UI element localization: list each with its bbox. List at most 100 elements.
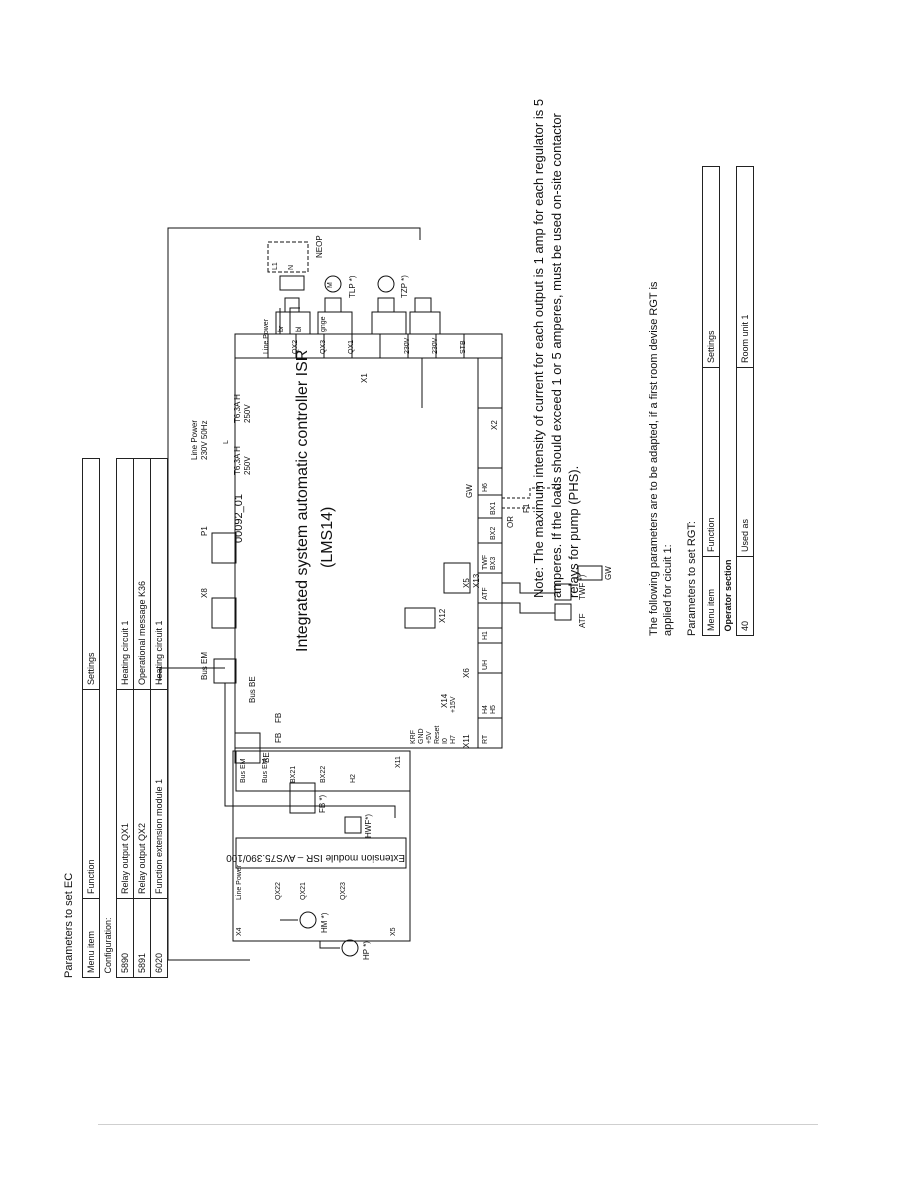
terminal-x11: X11	[462, 734, 471, 748]
terminal-bx2: BX2	[490, 526, 497, 540]
table-header: Settings	[702, 166, 720, 368]
terminal-qx1: QX1	[348, 339, 355, 354]
terminal-or: OR	[506, 516, 515, 528]
controller-code: 00092_01	[233, 494, 245, 543]
terminal-h1: H1	[482, 631, 489, 640]
table-header: Menu item	[82, 898, 100, 978]
table-cell: 5891	[133, 898, 151, 978]
device-hp: HP *)	[362, 941, 371, 960]
table-header: Menu item	[702, 556, 720, 636]
ext-qx22: QX22	[275, 882, 282, 900]
table-cell: 6020	[150, 898, 168, 978]
x12-socket	[404, 607, 436, 629]
terminal-h4: H4	[482, 705, 489, 714]
table-section-row: Configuration:	[99, 458, 117, 978]
device-atf: ATF	[578, 613, 587, 628]
terminal-i0: I0	[442, 738, 449, 744]
controller-title: Integrated system automatic controller I…	[294, 349, 311, 652]
neop-l1: L1	[272, 262, 279, 270]
fuse2-voltage: 250V	[243, 456, 252, 475]
terminal-rt: RT	[482, 734, 489, 744]
pump-m: M	[327, 282, 334, 288]
terminal-qx2: QX2	[292, 339, 299, 354]
load-current-note: Note: The maximum intensity of current f…	[531, 98, 582, 598]
terminal-x13: X13	[472, 573, 481, 588]
terminal-x14: X14	[440, 693, 449, 708]
terminal-bus-em: Bus EM	[200, 651, 209, 680]
extension-title: Extension module ISR – AVS75.390/100	[226, 852, 405, 863]
line-power-l: L	[223, 440, 230, 444]
table-row: 5891 Relay output QX2 Operational messag…	[133, 458, 151, 978]
atf-sensor-wire	[502, 602, 555, 614]
ext-bus-em-a: Bus EM	[240, 758, 247, 783]
ext-x11: X11	[395, 756, 402, 768]
terminal-twf: TWF	[482, 554, 489, 570]
device-tlp: TLP *)	[348, 275, 357, 298]
terminal-krf: KRF	[410, 730, 417, 744]
terminal-qx3: QX3	[320, 339, 327, 354]
terminal-p1: P1	[200, 526, 209, 536]
table-section-label: Configuration:	[99, 458, 117, 978]
table-header: Function	[82, 689, 100, 899]
terminal-h5: H5	[490, 705, 497, 714]
ext-h2: H2	[350, 774, 357, 783]
terminal-230v-b: 230V	[432, 337, 439, 354]
terminal-gnd: GND	[418, 728, 425, 744]
table-header: Function	[702, 367, 720, 557]
rgt-intro-line2: applied for cicuit 1:	[662, 544, 674, 636]
line-power-label: Line Power	[190, 419, 199, 460]
device-gw: GW	[604, 566, 613, 580]
table-cell: 5890	[116, 898, 134, 978]
terminal-uh: UH	[482, 659, 489, 670]
terminal-x12: X12	[438, 608, 447, 623]
terminal-plus5v: +5V	[426, 731, 433, 744]
device-neop: NEOP	[315, 235, 324, 258]
ext-x5: X5	[390, 927, 397, 936]
ext-x4: X4	[236, 927, 243, 936]
terminal-reset: Reset	[434, 725, 441, 744]
table-header-row: Menu item Function Settings	[82, 458, 100, 978]
ext-bx21: BX21	[290, 765, 297, 783]
controller-box	[234, 357, 503, 749]
x13-socket	[443, 562, 471, 594]
table-row: 6020 Function extension module 1 Heating…	[150, 458, 168, 978]
terminal-x1: X1	[360, 373, 369, 383]
fuse2-rating: T6,3A H	[233, 446, 242, 475]
rgt-intro-line1: The following parameters are to be adapt…	[648, 281, 660, 636]
table-cell: Operational message K36	[133, 458, 151, 690]
table-cell: Room unit 1	[736, 166, 754, 368]
ext-line-power: Line Power	[236, 864, 243, 900]
ext-qx23: QX23	[340, 882, 347, 900]
table-cell: Heating circuit 1	[150, 458, 168, 690]
ext-qx21: QX21	[300, 882, 307, 900]
fb-device	[289, 782, 316, 814]
tzp-pump-symbol	[377, 275, 395, 293]
ec-table-caption: Parameters to set EC	[63, 872, 75, 978]
table-row: 5890 Relay output QX1 Heating circuit 1	[116, 458, 134, 978]
terminal-plus15v: +15V	[450, 696, 457, 713]
terminal-bx3: BX3	[490, 556, 497, 570]
ext-bx22: BX22	[320, 765, 327, 783]
table-section-label: Operator section	[719, 166, 737, 636]
gw-wire	[502, 487, 560, 509]
terminal-h6: H6	[482, 483, 489, 492]
table-header-row: Menu item Function Settings	[702, 166, 720, 636]
table-header: Settings	[82, 458, 100, 690]
controller-model: (LMS14)	[319, 506, 336, 568]
table-cell: Used as	[736, 367, 754, 557]
table-cell: 40	[736, 556, 754, 636]
fuse1-rating: T6,3A H	[233, 394, 242, 423]
fuse1-voltage: 250V	[243, 404, 252, 423]
terminal-atf: ATF	[482, 587, 489, 600]
wire-bl: bl	[296, 326, 303, 332]
terminal-x5: X5	[462, 578, 471, 588]
table-cell: Heating circuit 1	[116, 458, 134, 690]
ec-parameter-table: Menu item Function Settings Configuratio…	[82, 458, 168, 978]
device-fb: FB *)	[318, 794, 327, 813]
rgt-parameter-table: Menu item Function Settings Operator sec…	[702, 166, 754, 636]
terminal-stb: STB	[460, 340, 467, 354]
terminal-x8: X8	[200, 588, 209, 598]
ext-bus-em-b: Bus EM	[262, 758, 269, 783]
